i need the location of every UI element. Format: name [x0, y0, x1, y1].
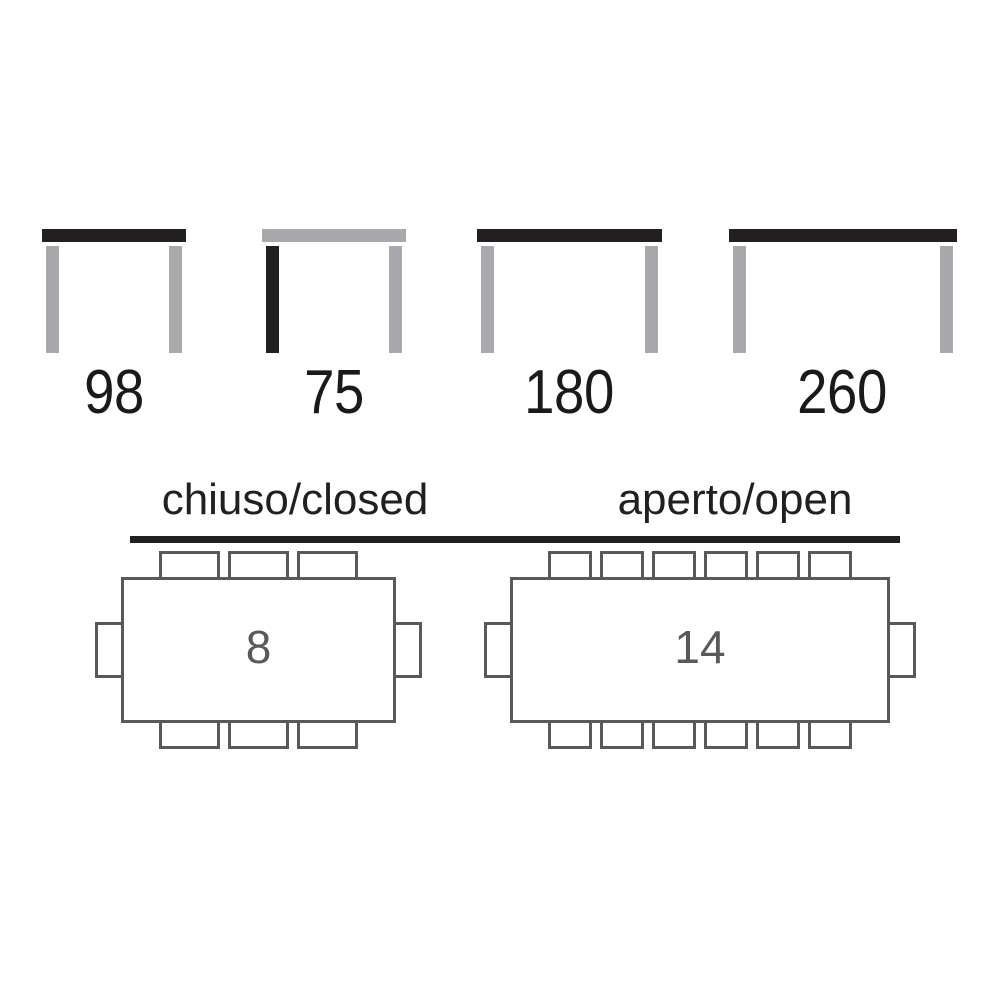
table-leg-right [940, 246, 953, 353]
table-outline [510, 577, 890, 723]
tabletop-bar [729, 229, 957, 242]
seat-bottom [600, 720, 644, 749]
dimension-label-width-98: 98 [84, 358, 144, 427]
seat-bottom [228, 720, 289, 749]
seat-top [228, 551, 289, 580]
seat-left [484, 622, 513, 678]
seat-bottom [704, 720, 748, 749]
table-leg-left [266, 246, 279, 353]
seat-bottom [756, 720, 800, 749]
seat-bottom [548, 720, 592, 749]
seat-count-label: 14 [674, 621, 726, 673]
caption-chiuso-closed: chiuso/closed [161, 475, 429, 524]
table-leg-right [389, 246, 402, 353]
seat-left [95, 622, 124, 678]
seat-top [704, 551, 748, 580]
table-leg-left [733, 246, 746, 353]
dimension-label-length-180-closed: 180 [524, 358, 614, 427]
table-leg-left [481, 246, 494, 353]
seat-bottom [808, 720, 852, 749]
seat-bottom [652, 720, 696, 749]
seat-top [756, 551, 800, 580]
tabletop-bar [262, 229, 406, 242]
elevation-length-260-open [729, 229, 957, 359]
table-leg-right [169, 246, 182, 353]
seat-top [297, 551, 358, 580]
elevation-height-75 [262, 229, 406, 359]
seat-top [808, 551, 852, 580]
seat-count-label: 8 [245, 621, 272, 673]
table-leg-left [46, 246, 59, 353]
seat-top [652, 551, 696, 580]
elevation-length-180-closed [477, 229, 662, 359]
seat-bottom [297, 720, 358, 749]
section-divider-rule [130, 536, 900, 543]
dimension-label-height-75: 75 [304, 358, 364, 427]
tabletop-bar [477, 229, 662, 242]
tabletop-bar [42, 229, 186, 242]
seat-right [393, 622, 422, 678]
elevation-width-98 [42, 229, 186, 359]
table-leg-right [645, 246, 658, 353]
seat-top [159, 551, 220, 580]
seat-bottom [159, 720, 220, 749]
seat-top [600, 551, 644, 580]
caption-aperto-open: aperto/open [617, 475, 853, 524]
table-outline [121, 577, 396, 723]
seat-right [887, 622, 916, 678]
seat-top [548, 551, 592, 580]
dimension-label-length-260-open: 260 [797, 358, 887, 427]
